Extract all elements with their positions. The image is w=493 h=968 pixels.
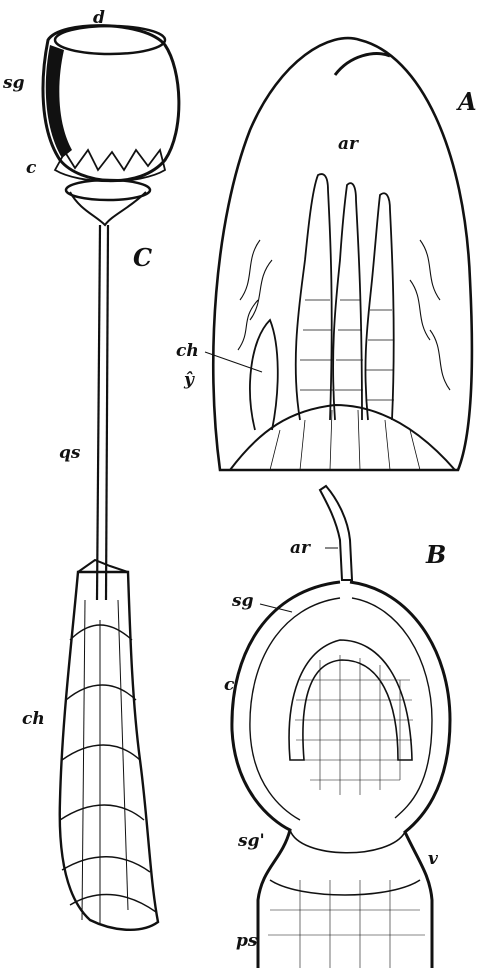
label-d: d xyxy=(93,10,105,27)
archegonium-neck xyxy=(320,486,352,580)
inner-arc xyxy=(335,54,390,75)
label-ar-a: ar xyxy=(338,136,358,153)
calyptra-frill xyxy=(55,150,165,181)
panel-label-b: B xyxy=(426,543,446,567)
panel-label-a: A xyxy=(458,90,477,114)
label-sg-c: sg xyxy=(3,75,24,92)
paraphysis-left xyxy=(238,240,272,350)
label-ps: ps xyxy=(236,933,257,950)
label-c-c: c xyxy=(26,160,36,177)
figure-b-sporophyte-section xyxy=(232,486,450,968)
perichaetial-leaf xyxy=(250,320,278,430)
label-c-b: c xyxy=(224,677,234,694)
label-sg-prime: sg' xyxy=(238,833,265,850)
apophysis xyxy=(66,180,150,200)
figure-c-moss-sporophyte xyxy=(43,26,179,930)
label-ch-c: ch xyxy=(22,711,45,728)
receptacle xyxy=(230,405,455,470)
paraphysis-right xyxy=(410,240,450,390)
panel-label-c: C xyxy=(133,246,152,270)
figure-a-archegonia xyxy=(205,38,472,470)
label-y-a: ŷ xyxy=(184,372,194,389)
label-ch-a: ch xyxy=(176,343,199,360)
label-v: v xyxy=(428,851,438,868)
seta-right xyxy=(106,225,108,600)
capsule-lid xyxy=(55,26,165,54)
archegonium-2 xyxy=(333,183,362,420)
capsule xyxy=(43,26,179,181)
label-qs: qs xyxy=(59,445,80,462)
archegonium-1 xyxy=(296,174,332,420)
sporophyte-foot xyxy=(270,830,420,895)
seta-left xyxy=(97,225,100,600)
label-ar-b: ar xyxy=(290,540,310,557)
label-sg-b: sg xyxy=(232,593,253,610)
capsule-inner-wall xyxy=(250,598,432,820)
archegonium-3 xyxy=(365,193,393,420)
